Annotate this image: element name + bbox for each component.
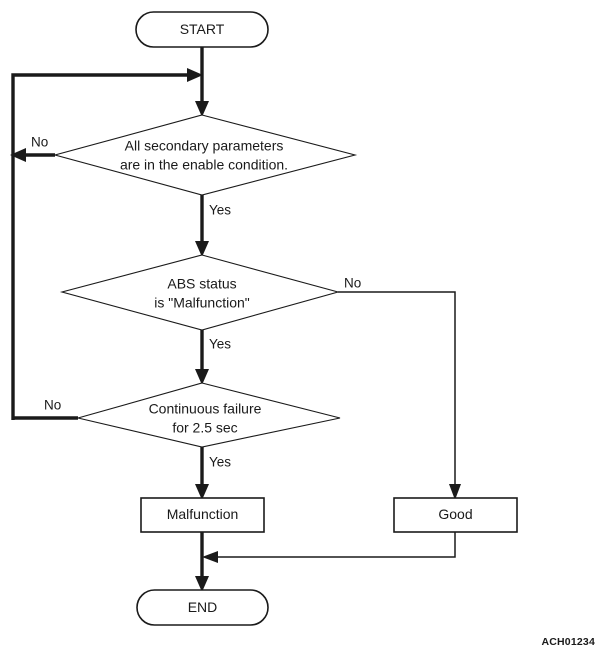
- arrowhead-merge: [202, 551, 218, 563]
- arrowhead-decision2-in: [195, 241, 209, 257]
- figure-code-label: ACH01234: [541, 636, 595, 648]
- arrowhead-end-in: [195, 576, 209, 592]
- node-start[interactable]: [135, 11, 269, 48]
- arrowhead-decision3-in: [195, 369, 209, 385]
- node-good-label: Good: [438, 506, 472, 522]
- node-decision2-line1: ABS status: [167, 276, 236, 292]
- edge-loopback-main: [11, 73, 194, 420]
- node-decision3-line2: for 2.5 sec: [172, 420, 237, 436]
- node-malfunction-label: Malfunction: [167, 506, 239, 522]
- arrowhead-malfunction-in: [195, 484, 209, 500]
- edge-decision2-no: [338, 291, 456, 491]
- node-good[interactable]: [393, 497, 518, 533]
- branch-label-decision1-yes: Yes: [209, 203, 231, 218]
- node-end-label: END: [188, 599, 218, 615]
- node-decision-secondary-parameters[interactable]: [52, 114, 358, 196]
- node-start-label: START: [180, 21, 225, 37]
- node-decision-abs-status[interactable]: [59, 254, 341, 331]
- arrowhead-decision1-no: [10, 148, 26, 162]
- branch-label-decision3-yes: Yes: [209, 455, 231, 470]
- node-decision3-line1: Continuous failure: [149, 401, 262, 417]
- node-malfunction[interactable]: [140, 497, 265, 533]
- edge-good-merge: [212, 532, 456, 558]
- branch-label-decision3-no: No: [44, 398, 61, 413]
- branch-label-decision1-no: No: [31, 135, 48, 150]
- arrowhead-loopback: [187, 68, 203, 82]
- node-decision-continuous-failure[interactable]: [77, 382, 341, 448]
- node-decision2-line2: is "Malfunction": [154, 295, 250, 311]
- arrowhead-good-in: [449, 484, 461, 500]
- branch-label-decision2-no: No: [344, 276, 361, 291]
- node-end[interactable]: [136, 589, 269, 626]
- arrowhead-decision1-in: [195, 101, 209, 117]
- branch-label-decision2-yes: Yes: [209, 337, 231, 352]
- node-decision1-line1: All secondary parameters: [125, 138, 284, 154]
- node-decision1-line2: are in the enable condition.: [120, 157, 288, 173]
